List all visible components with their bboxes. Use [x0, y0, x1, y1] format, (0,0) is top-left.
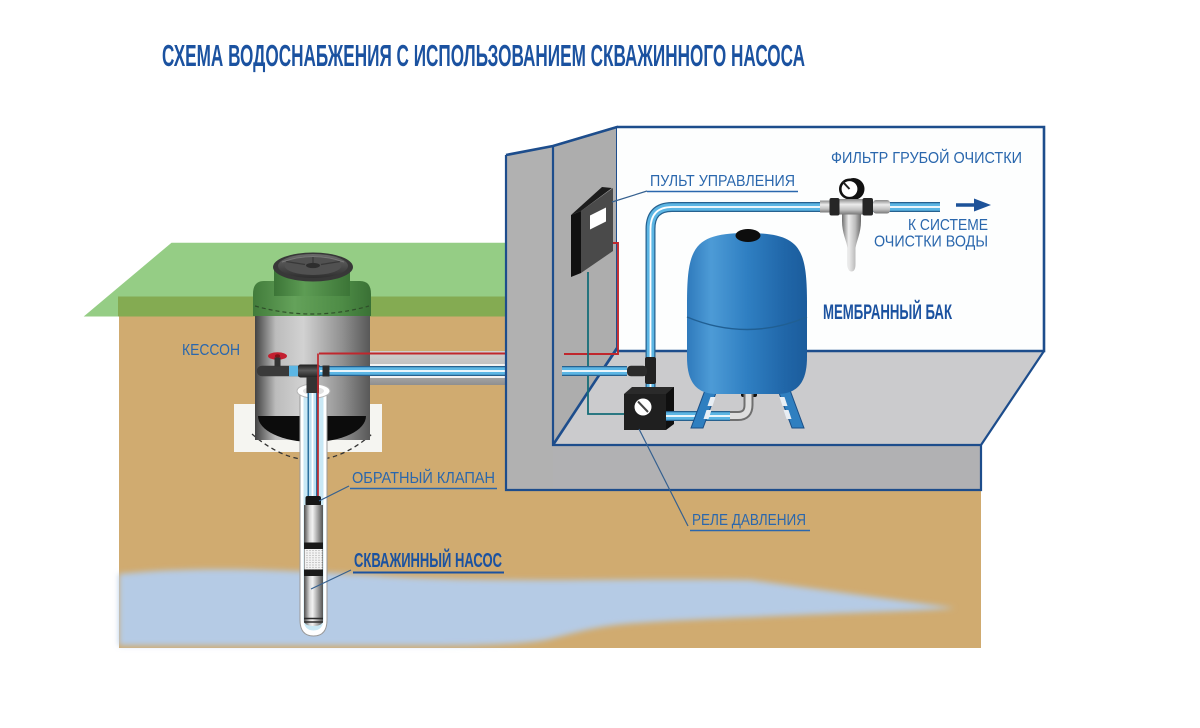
svg-text:К СИСТЕМЕ: К СИСТЕМЕ: [908, 217, 988, 234]
svg-text:ОБРАТНЫЙ КЛАПАН: ОБРАТНЫЙ КЛАПАН: [352, 468, 495, 487]
svg-text:ОЧИСТКИ ВОДЫ: ОЧИСТКИ ВОДЫ: [874, 234, 988, 251]
svg-text:РЕЛЕ ДАВЛЕНИЯ: РЕЛЕ ДАВЛЕНИЯ: [692, 512, 806, 529]
svg-text:КЕССОН: КЕССОН: [182, 342, 240, 359]
svg-text:МЕМБРАННЫЙ БАК: МЕМБРАННЫЙ БАК: [823, 299, 953, 324]
svg-text:ФИЛЬТР ГРУБОЙ ОЧИСТКИ: ФИЛЬТР ГРУБОЙ ОЧИСТКИ: [831, 148, 1022, 167]
svg-text:ПУЛЬТ УПРАВЛЕНИЯ: ПУЛЬТ УПРАВЛЕНИЯ: [650, 173, 795, 190]
svg-text:СХЕМА ВОДОСНАБЖЕНИЯ С ИСПОЛЬЗО: СХЕМА ВОДОСНАБЖЕНИЯ С ИСПОЛЬЗОВАНИЕМ СКВ…: [162, 38, 805, 73]
svg-text:СКВАЖИННЫЙ НАСОС: СКВАЖИННЫЙ НАСОС: [354, 548, 502, 572]
